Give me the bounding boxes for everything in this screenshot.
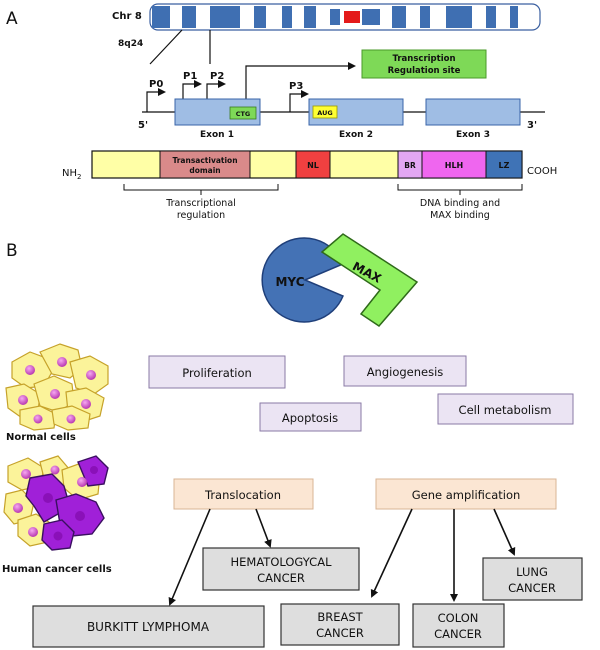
chromosome-8: [149, 3, 541, 31]
svg-text:Regulation site: Regulation site: [388, 66, 461, 76]
svg-text:P0: P0: [149, 79, 163, 90]
svg-text:Exon 2: Exon 2: [339, 130, 373, 140]
svg-text:Translocation: Translocation: [204, 488, 281, 502]
c-terminus-label: COOH: [527, 166, 557, 177]
band-label: 8q24: [118, 39, 143, 49]
svg-text:MYC: MYC: [275, 275, 304, 289]
promoter-p1: P1: [182, 71, 202, 99]
svg-text:Proliferation: Proliferation: [182, 366, 252, 380]
translocation-box: Translocation: [173, 478, 314, 510]
promoter-p2: P2: [206, 71, 226, 99]
apoptosis-box: Apoptosis: [259, 402, 362, 432]
exon-1: CTG Exon 1: [174, 98, 261, 140]
angiogenesis-box: Angiogenesis: [343, 355, 467, 387]
lz-domain: [485, 150, 523, 179]
lung-cancer-box: LUNG CANCER: [482, 557, 583, 601]
svg-text:AUG: AUG: [317, 109, 332, 117]
svg-text:NL: NL: [307, 161, 319, 170]
svg-text:COLON: COLON: [438, 611, 479, 625]
svg-text:BR: BR: [404, 161, 416, 170]
transcriptional-regulation-label: Transcriptional: [165, 198, 236, 209]
exon-3: Exon 3: [425, 98, 521, 140]
cancer-cells-illustration: [3, 455, 109, 551]
max-binding-label: MAX binding: [430, 210, 490, 221]
svg-text:P1: P1: [183, 71, 197, 82]
myc-pacman: MYC: [261, 237, 344, 323]
svg-text:P3: P3: [289, 81, 303, 92]
normal-cells-label: Normal cells: [6, 432, 76, 443]
chromosome-label: Chr 8: [112, 11, 142, 22]
svg-text:BURKITT LYMPHOMA: BURKITT LYMPHOMA: [87, 620, 210, 634]
dna-binding-label: DNA binding and: [420, 198, 500, 209]
transcription-regulation-site: Transcription Regulation site: [361, 49, 487, 79]
svg-text:Exon 3: Exon 3: [456, 130, 490, 140]
panel-a-letter: A: [6, 9, 18, 29]
cell-metabolism-box: Cell metabolism: [437, 393, 574, 425]
max-block: MAX: [320, 233, 419, 327]
svg-text:Angiogenesis: Angiogenesis: [367, 365, 444, 379]
svg-text:Transcription: Transcription: [393, 54, 456, 64]
br-domain: [397, 150, 423, 179]
svg-text:CANCER: CANCER: [316, 626, 364, 640]
cancer-cells-label: Human cancer cells: [2, 564, 112, 575]
gene-amplification-box: Gene amplification: [375, 478, 557, 510]
transcriptional-regulation-label-2: regulation: [177, 210, 225, 221]
panel-b-letter: B: [6, 241, 18, 261]
aug-codon: [312, 105, 338, 119]
svg-text:Transactivation: Transactivation: [172, 156, 237, 165]
three-prime-label: 3': [527, 120, 537, 131]
normal-cells-illustration: [5, 343, 109, 431]
svg-text:BREAST: BREAST: [317, 610, 363, 624]
n-terminus-label: NH2: [62, 168, 81, 181]
breast-cancer-box: BREAST CANCER: [280, 603, 400, 646]
hematological-cancer-box: HEMATOLOGYCAL CANCER: [202, 547, 360, 591]
promoter-p3: P3: [289, 81, 309, 112]
svg-text:HEMATOLOGYCAL: HEMATOLOGYCAL: [231, 555, 333, 569]
ctg-codon: [229, 106, 257, 120]
burkitt-lymphoma-box: BURKITT LYMPHOMA: [32, 605, 265, 648]
svg-text:domain: domain: [189, 166, 220, 175]
svg-text:LUNG: LUNG: [516, 565, 548, 579]
svg-text:HLH: HLH: [445, 161, 464, 170]
svg-text:CANCER: CANCER: [434, 627, 482, 641]
svg-text:Gene amplification: Gene amplification: [412, 488, 521, 502]
svg-text:Exon 1: Exon 1: [200, 130, 234, 140]
nl-domain: [295, 150, 331, 179]
five-prime-label: 5': [138, 120, 148, 131]
promoter-p0: P0: [146, 79, 166, 112]
myc-protein: Transactivation domain NL BR HLH LZ: [91, 150, 523, 179]
colon-cancer-box: COLON CANCER: [412, 603, 505, 648]
svg-text:Cell metabolism: Cell metabolism: [459, 403, 552, 417]
exon-2: AUG Exon 2: [308, 98, 404, 140]
svg-text:CTG: CTG: [236, 110, 251, 118]
svg-text:LZ: LZ: [499, 161, 510, 170]
centromere: [344, 11, 360, 23]
proliferation-box: Proliferation: [148, 355, 286, 389]
transactivation-domain: [159, 150, 251, 179]
svg-text:CANCER: CANCER: [508, 581, 556, 595]
svg-text:CANCER: CANCER: [257, 571, 305, 585]
svg-text:P2: P2: [210, 71, 224, 82]
svg-text:Apoptosis: Apoptosis: [282, 411, 338, 425]
